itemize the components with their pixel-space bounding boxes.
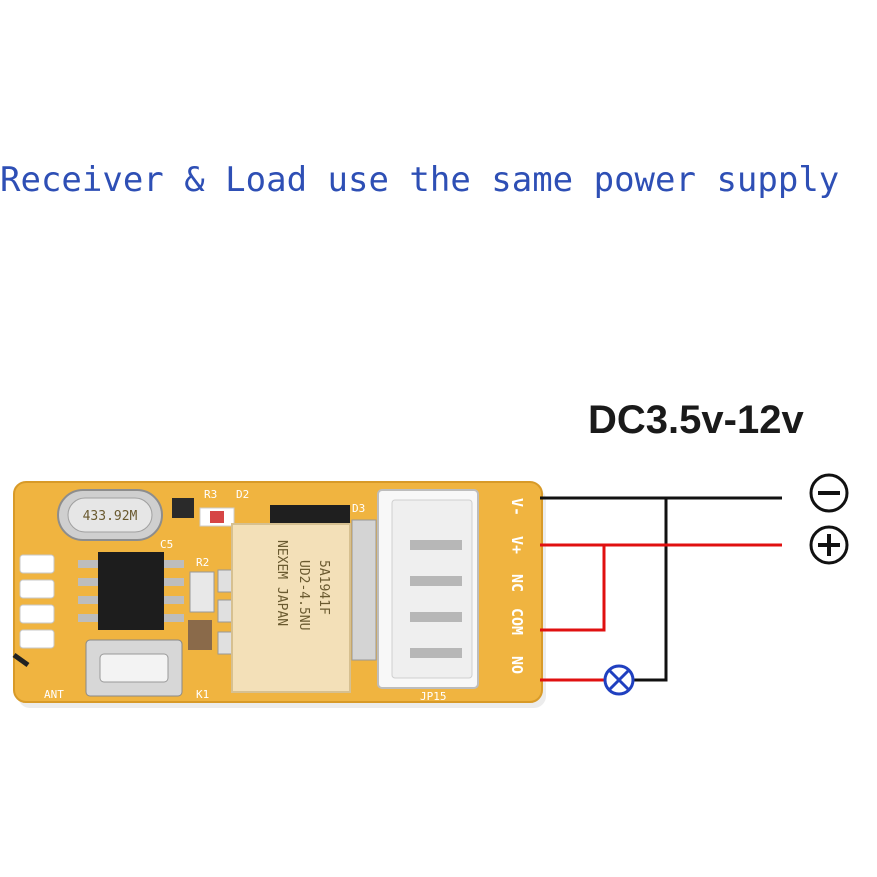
crystal-label: 433.92M xyxy=(83,509,138,524)
relay-line-3: NEXEM JAPAN xyxy=(274,540,289,626)
connector-label: JP15 xyxy=(420,690,447,703)
wires xyxy=(540,496,782,682)
silk-d2: D2 xyxy=(236,488,249,501)
silk-d3: D3 xyxy=(352,502,365,515)
silk-r3: R3 xyxy=(204,488,217,501)
terminal-connector: JP15 xyxy=(377,489,479,703)
pin-label-no: NO xyxy=(508,656,526,674)
lamp-icon xyxy=(603,664,635,696)
wire-positive-com xyxy=(540,545,606,632)
antenna-wire xyxy=(12,652,30,668)
left-pads xyxy=(19,554,55,649)
wire-negative-lamp xyxy=(634,498,668,682)
pin-label-nc: NC xyxy=(508,574,526,592)
relay-line-2: UD2-4.5NU xyxy=(296,560,311,630)
silk-c5: C5 xyxy=(160,538,173,551)
crystal-oscillator: 433.92M xyxy=(57,489,163,541)
plus-circle-icon xyxy=(809,525,849,565)
relay-line-1: 5A1941F xyxy=(316,560,331,615)
ic-chip xyxy=(78,552,184,630)
pin-labels: V- V+ NC COM NO xyxy=(508,498,526,674)
pin-label-v-plus: V+ xyxy=(508,536,526,554)
smd-components xyxy=(172,498,377,661)
relay: 5A1941F UD2-4.5NU NEXEM JAPAN xyxy=(231,523,351,693)
voltage-label: DC3.5v-12v xyxy=(588,398,804,442)
silk-ant: ANT xyxy=(44,688,64,701)
silk-r2: R2 xyxy=(196,556,209,569)
push-button xyxy=(85,639,183,697)
pin-label-com: COM xyxy=(508,608,526,635)
pin-label-v-minus: V- xyxy=(508,498,526,516)
silk-labels: R3 D2 C5 R2 D3 K1 ANT xyxy=(44,488,365,701)
minus-circle-icon xyxy=(809,473,849,513)
headline: Receiver & Load use the same power suppl… xyxy=(0,160,840,200)
silk-k1: K1 xyxy=(196,688,209,701)
